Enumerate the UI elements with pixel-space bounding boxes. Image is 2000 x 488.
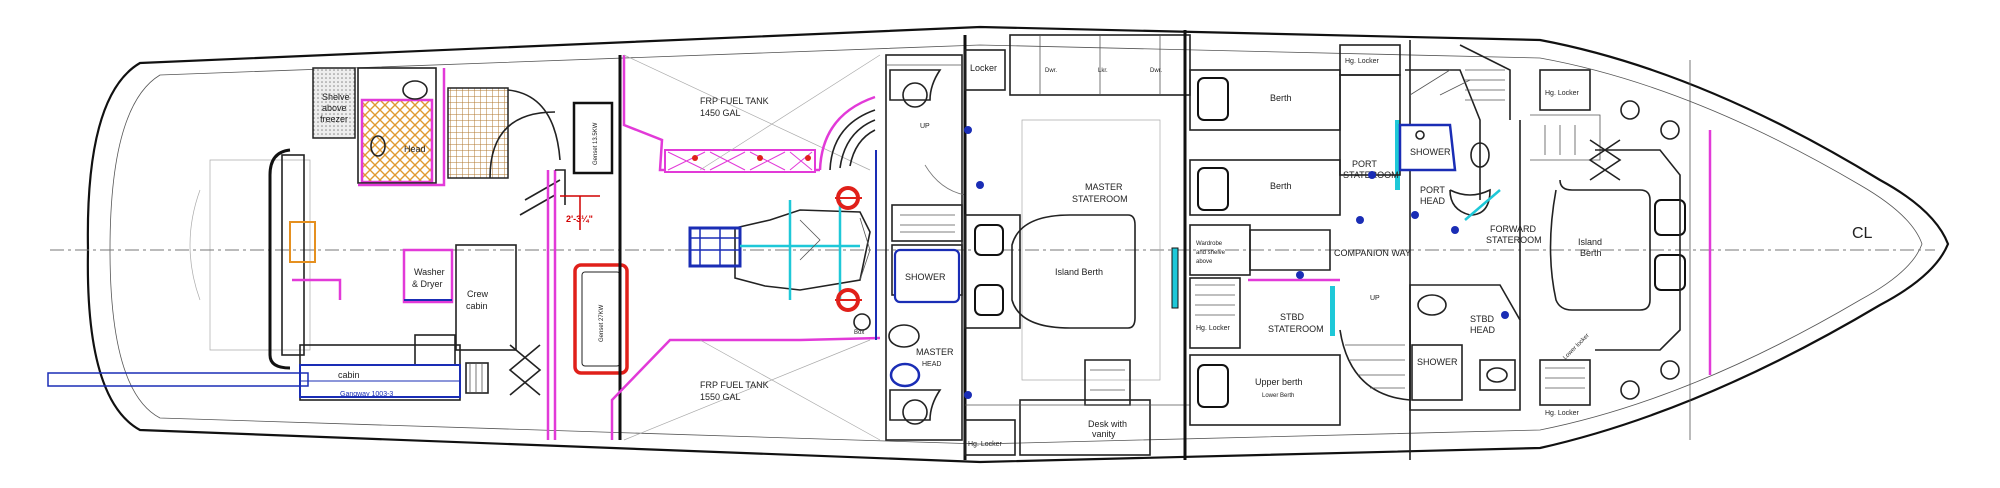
- stbd-head-2-label: HEAD: [1470, 325, 1496, 335]
- engine-room: FRP FUEL TANK 1450 GAL FRP FUEL TANK 155…: [610, 54, 966, 441]
- stern-area: Shelve above freezer Head Genset 13.5KW …: [47, 67, 629, 440]
- wardrobe-3-label: above: [1196, 259, 1213, 265]
- shelve-above-freezer-3-label: freezer: [320, 114, 348, 124]
- up-2-label: UP: [920, 123, 930, 130]
- shelve-above-freezer-2-label: above: [322, 103, 347, 113]
- genset-27kw-label: Genset 27KW: [599, 304, 605, 342]
- wardrobe-2-label: and shelve: [1196, 250, 1226, 256]
- crew-1-label: Crew: [467, 289, 489, 299]
- genset-small: [572, 101, 614, 175]
- lkr-label: Lkr.: [1098, 68, 1108, 74]
- dwr-2-label: Dwr.: [1150, 68, 1162, 74]
- crew-head-floor: [360, 98, 434, 184]
- hg-locker-stbd-state-label: Hg. Locker: [1196, 325, 1231, 332]
- master-stateroom: Locker Dwr. Lkr. Dwr. MASTER STATEROOM I…: [963, 30, 1191, 460]
- locker-top-label: Locker: [970, 63, 997, 73]
- master-head-2-label: HEAD: [922, 361, 941, 368]
- stbd-stateroom-2-label: STATEROOM: [1268, 324, 1324, 334]
- port-shower: [1398, 123, 1457, 172]
- stbd-stateroom-1-label: STBD: [1280, 312, 1305, 322]
- cabin-label: cabin: [338, 370, 360, 380]
- hg-locker-fwd-top-label: Hg. Locker: [1545, 90, 1580, 97]
- gangway: Gangway 1003-3: [47, 364, 461, 398]
- stbd-head-1-label: STBD: [1470, 314, 1495, 324]
- island-berth-label: Island Berth: [1055, 267, 1103, 277]
- fuel-tank-port-2-label: 1450 GAL: [700, 108, 741, 118]
- centerline-symbol: CL: [1852, 225, 1873, 242]
- lower-berth-label: Lower Berth: [1262, 393, 1294, 399]
- head-label: Head: [404, 144, 426, 154]
- island-berth: [1011, 214, 1136, 329]
- fuel-tank-stbd-1-label: FRP FUEL TANK: [700, 380, 769, 390]
- hg-locker-master-label: Hg. Locker: [968, 441, 1003, 448]
- hg-locker-fwd-bottom-label: Hg. Locker: [1545, 410, 1580, 417]
- master-stateroom-2-label: STATEROOM: [1072, 194, 1128, 204]
- fuel-tank-stbd-2-label: 1550 GAL: [700, 392, 741, 402]
- desk-2-label: vanity: [1092, 429, 1116, 439]
- lower-locker-label: Lower locker: [1562, 333, 1590, 361]
- freezer-shelf: [312, 67, 356, 139]
- shower-aft-label: SHOWER: [905, 272, 946, 282]
- main-engine: [688, 186, 871, 312]
- companion-way-label: COMPANION WAY: [1334, 248, 1411, 258]
- shower-port-label: SHOWER: [1410, 147, 1451, 157]
- wardrobe-1-label: Wardrobe: [1196, 241, 1223, 247]
- port-head-2-label: HEAD: [1420, 196, 1446, 206]
- island-berth-fwd-1-label: Island: [1578, 237, 1602, 247]
- teak-shower: [447, 87, 509, 179]
- berth-port-upper-label: Berth: [1270, 93, 1292, 103]
- forward-stateroom-1-label: FORWARD: [1490, 224, 1536, 234]
- shower-stbd-label: SHOWER: [1417, 357, 1458, 367]
- berth-port-lower-label: Berth: [1270, 181, 1292, 191]
- shelve-above-freezer-1-label: Shelve: [322, 92, 350, 102]
- crew-2-label: cabin: [466, 301, 488, 311]
- washer-1-label: Washer: [414, 267, 445, 277]
- stbd-head: STBD HEAD SHOWER: [1409, 284, 1521, 411]
- washer-2-label: & Dryer: [412, 279, 443, 289]
- fuel-tank-port-1-label: FRP FUEL TANK: [700, 96, 769, 106]
- up-1-label: UP: [1370, 295, 1380, 302]
- master-head-1-label: MASTER: [916, 347, 954, 357]
- port-head-1-label: PORT: [1420, 185, 1445, 195]
- dwr-1-label: Dwr.: [1045, 68, 1057, 74]
- genset-large: [573, 263, 629, 375]
- port-stateroom-1-label: PORT: [1352, 159, 1377, 169]
- genset-13kw-label: Genset 13.5KW: [593, 122, 599, 165]
- gangway-label: Gangway 1003-3: [340, 391, 393, 398]
- island-berth-fwd-2-label: Berth: [1580, 248, 1602, 258]
- desk-1-label: Desk with: [1088, 419, 1127, 429]
- valves: [964, 126, 1509, 399]
- box-label: Box: [854, 330, 864, 336]
- master-stateroom-1-label: MASTER: [1085, 182, 1123, 192]
- forward-stateroom-2-label: STATEROOM: [1486, 235, 1542, 245]
- hg-locker-top-label: Hg. Locker: [1345, 58, 1380, 65]
- washer-dryer: [402, 248, 454, 304]
- port-head: SHOWER PORT HEAD: [1398, 44, 1511, 221]
- upper-berth-label: Upper berth: [1255, 377, 1303, 387]
